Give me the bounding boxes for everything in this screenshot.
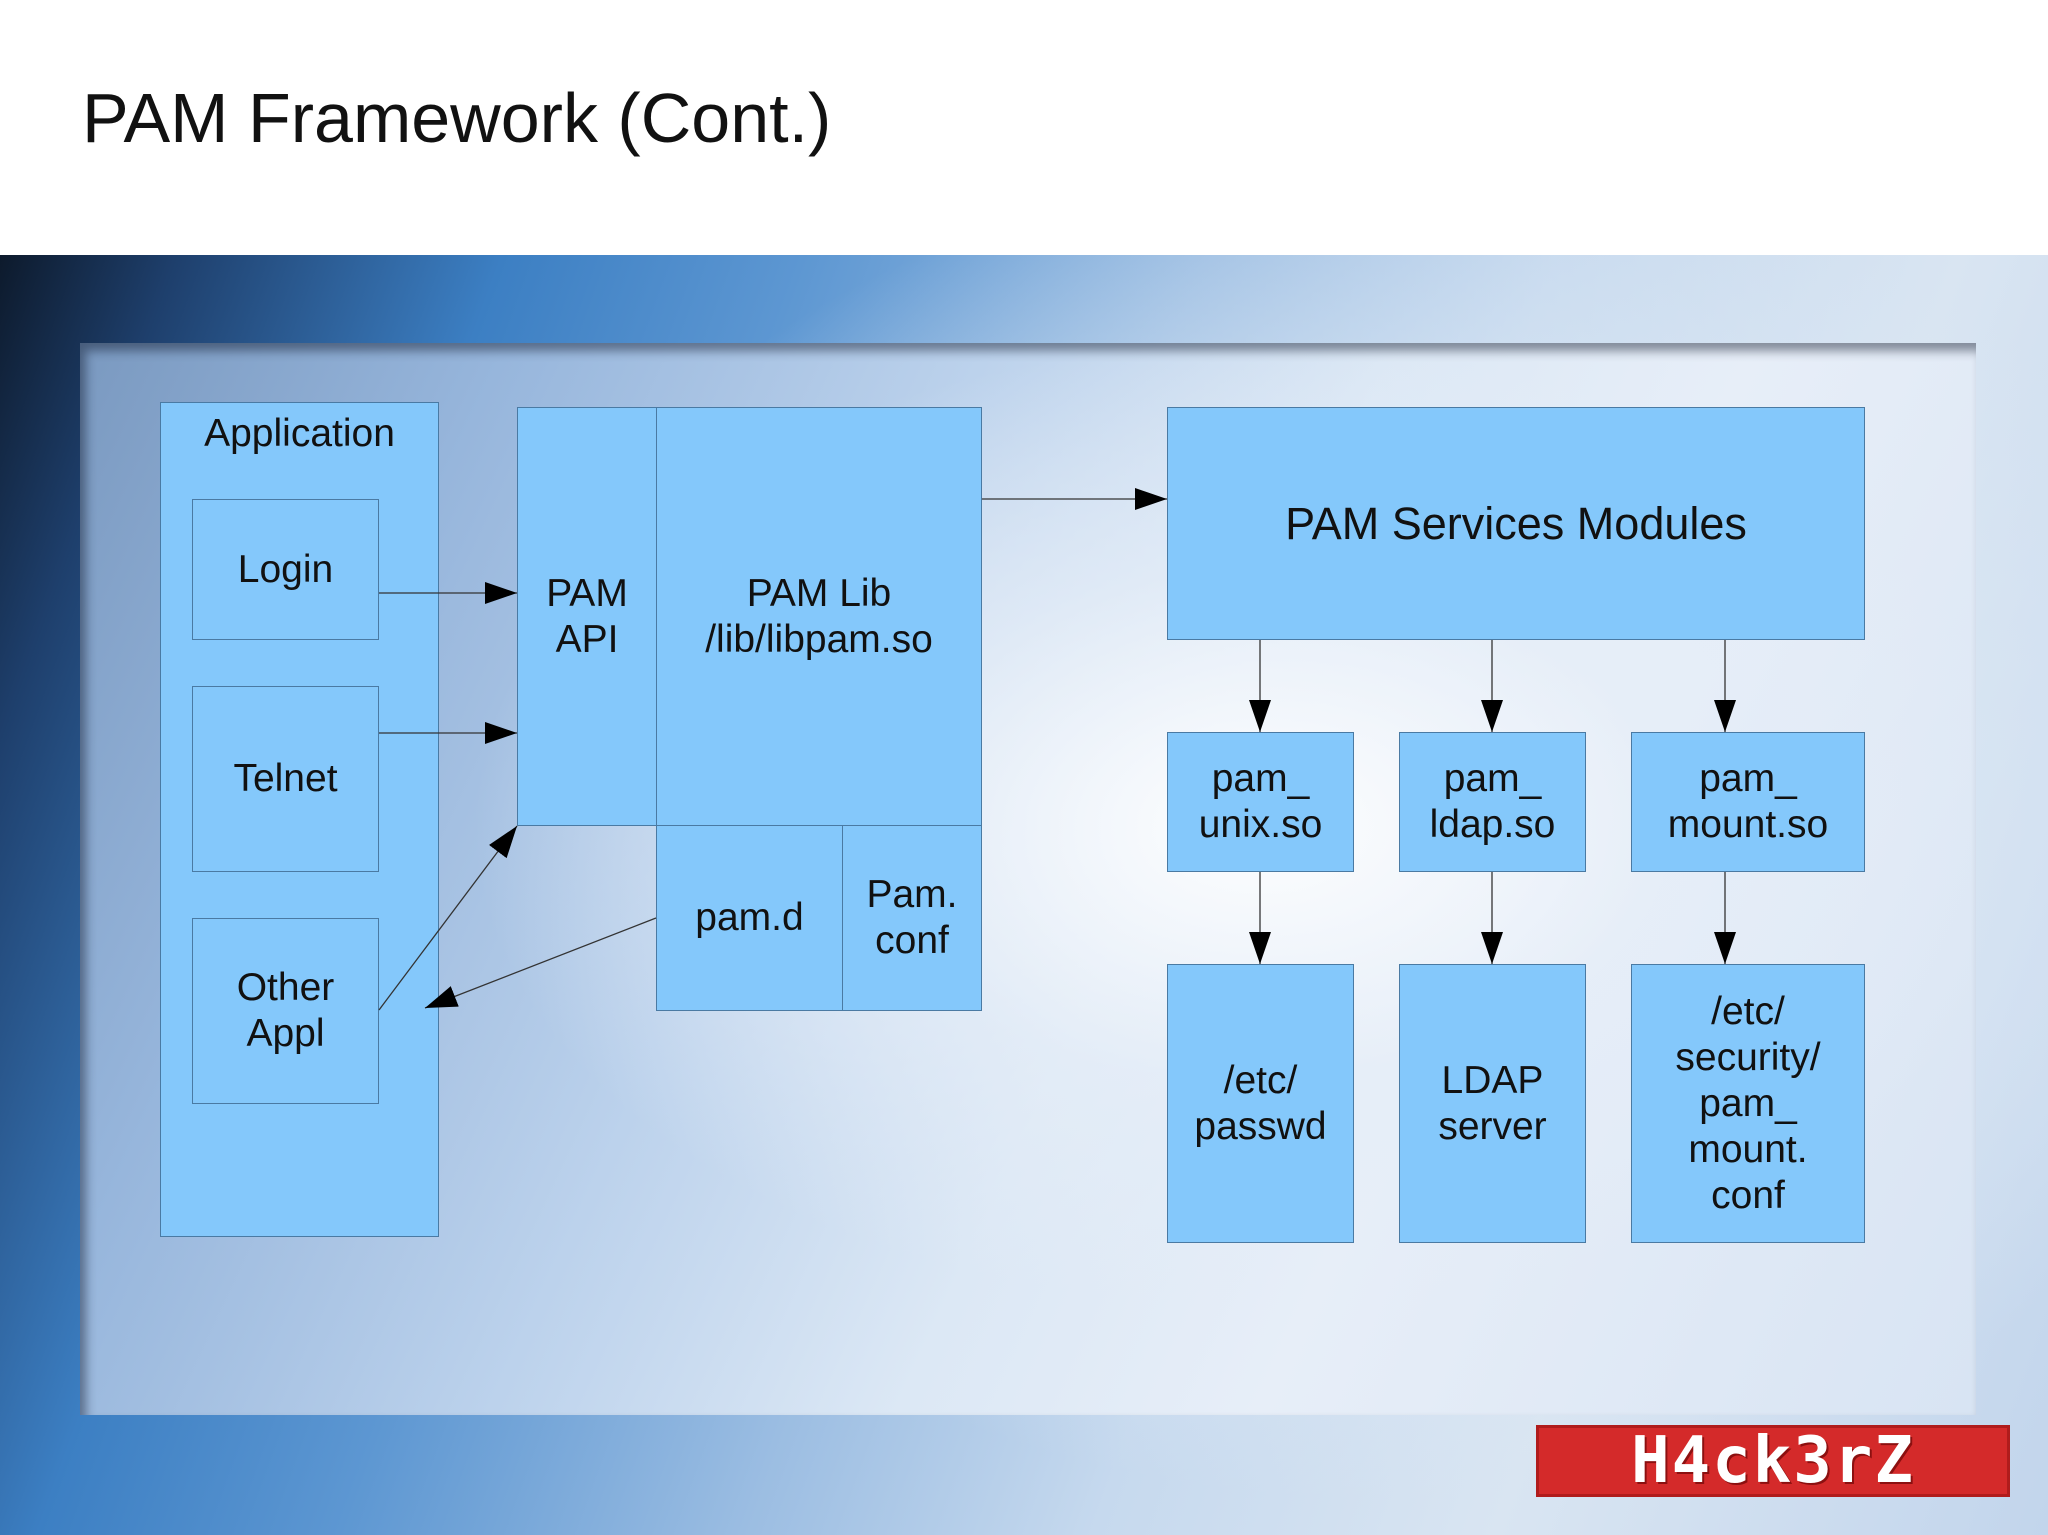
pam-d-box: pam.d bbox=[656, 825, 843, 1011]
arrow-other-to-api bbox=[378, 825, 518, 1011]
logo-text: H4ck3rZ bbox=[1631, 1424, 1915, 1498]
login-box: Login bbox=[192, 499, 379, 640]
etc-passwd-box: /etc/ passwd bbox=[1167, 964, 1354, 1243]
h4ck3rz-logo: H4ck3rZ bbox=[1536, 1424, 2010, 1498]
pam-lib-box: PAM Lib /lib/libpam.so bbox=[656, 407, 982, 826]
pam-ldap-box: pam_ ldap.so bbox=[1399, 732, 1586, 872]
pam-mount-box: pam_ mount.so bbox=[1631, 732, 1865, 872]
slide-title: PAM Framework (Cont.) bbox=[82, 79, 832, 157]
mount-conf-box: /etc/ security/ pam_ mount. conf bbox=[1631, 964, 1865, 1243]
telnet-box: Telnet bbox=[192, 686, 379, 872]
pam-services-modules-box: PAM Services Modules bbox=[1167, 407, 1865, 640]
pam-conf-box: Pam. conf bbox=[842, 825, 982, 1011]
arrow-pamd-to-app bbox=[424, 917, 657, 1009]
other-appl-box: Other Appl bbox=[192, 918, 379, 1104]
pam-unix-box: pam_ unix.so bbox=[1167, 732, 1354, 872]
application-label: Application bbox=[204, 412, 395, 455]
ldap-server-box: LDAP server bbox=[1399, 964, 1586, 1243]
